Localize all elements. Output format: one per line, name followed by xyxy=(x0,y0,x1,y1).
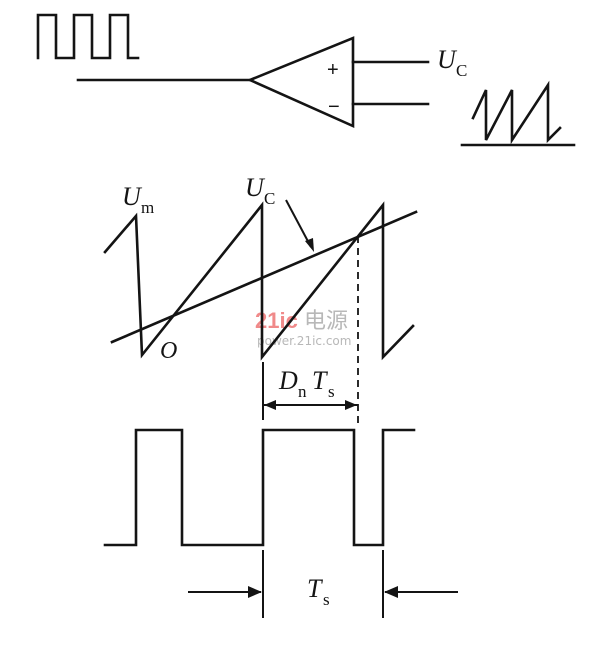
uc-label: U xyxy=(245,173,266,202)
plus-sign: + xyxy=(327,59,339,81)
pointer-line xyxy=(285,199,312,248)
duty-arrowhead-right xyxy=(345,400,357,410)
minus-sign: − xyxy=(328,96,340,118)
duty-d-sub: n xyxy=(298,382,307,401)
carrier-sawtooth xyxy=(103,201,415,361)
duty-dimension: D n T s xyxy=(262,362,358,420)
comparator: + − U C xyxy=(76,36,467,129)
carrier-pointer xyxy=(285,199,314,252)
period-dimension: T s xyxy=(188,550,458,618)
period-arrowhead-right xyxy=(384,586,398,598)
comparator-triangle xyxy=(246,36,355,129)
input-square-wave xyxy=(36,13,140,60)
um-label: U xyxy=(122,182,143,211)
period-t-sub: s xyxy=(323,590,330,609)
pointer-arrowhead xyxy=(305,238,314,252)
duty-d-label: D xyxy=(278,366,298,395)
period-t-label: T xyxy=(307,574,323,603)
watermark: 21ic 电源 power.21ic.com xyxy=(255,308,351,348)
comparator-uc-label: U xyxy=(437,45,458,74)
pwm-output-wave xyxy=(103,428,416,547)
period-arrowhead-left xyxy=(248,586,262,598)
modulating-line xyxy=(110,210,418,344)
watermark-cn: 电源 xyxy=(304,309,348,334)
sawtooth-wave xyxy=(471,80,562,145)
watermark-url: power.21ic.com xyxy=(257,334,351,348)
duty-t-sub: s xyxy=(328,382,335,401)
uc-sub: C xyxy=(264,189,275,208)
um-sub: m xyxy=(141,198,154,217)
comparator-uc-sub: C xyxy=(456,61,467,80)
duty-t-label: T xyxy=(312,366,328,395)
sawtooth-icon xyxy=(460,80,576,147)
duty-arrowhead-left xyxy=(264,400,276,410)
origin-label: O xyxy=(160,338,177,364)
